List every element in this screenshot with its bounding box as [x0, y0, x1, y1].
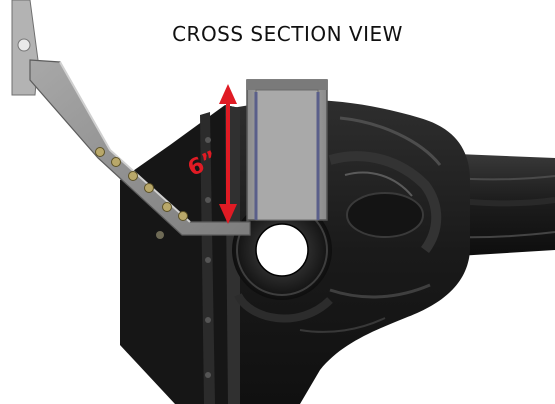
- steel-bracket: [11, 0, 251, 236]
- diff-cover-plate: [120, 105, 240, 404]
- bolt-heads: [95, 147, 188, 221]
- height-dimension-arrow: [219, 84, 237, 224]
- square-tube-crossmember: [246, 79, 328, 221]
- diagram-title: CROSS SECTION VIEW: [172, 22, 403, 46]
- axle-bore-ring: [232, 200, 333, 323]
